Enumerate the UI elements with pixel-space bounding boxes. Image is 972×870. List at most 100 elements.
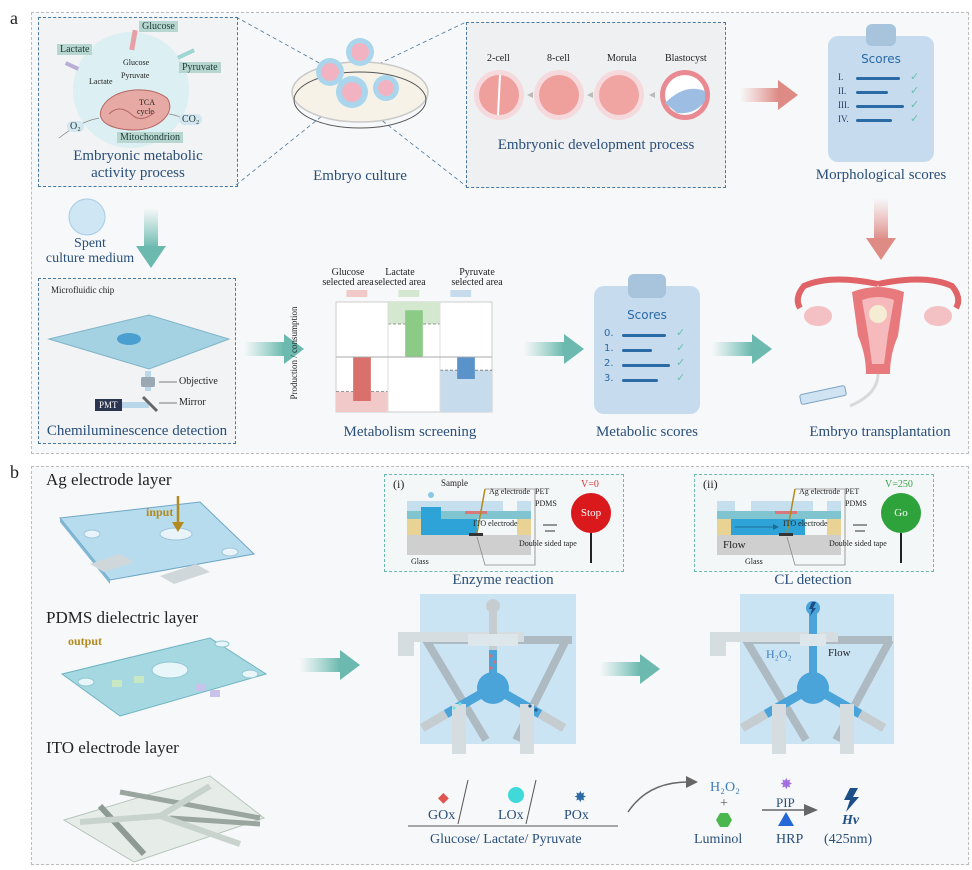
light-bolt-icon bbox=[844, 788, 859, 812]
score-row-label: 0. bbox=[604, 328, 614, 339]
lox-circle-icon bbox=[508, 787, 524, 803]
pip-label: PIP bbox=[776, 795, 795, 810]
detection-caption: Chemiluminescence detection bbox=[46, 423, 228, 439]
flow-label: Flow bbox=[723, 539, 746, 551]
luminol-label: Luminol bbox=[694, 832, 743, 847]
legend-line: Glucose bbox=[331, 267, 365, 278]
ag-electrode-label: Ag electrode bbox=[489, 487, 531, 496]
score-bar bbox=[856, 91, 888, 94]
score-row: 1. ✓ bbox=[604, 341, 694, 358]
score-row-label: 2. bbox=[604, 358, 614, 369]
gox-label: GOx bbox=[428, 808, 456, 823]
score-row-label: 1. bbox=[604, 343, 614, 354]
metabolic-scores-caption: Metabolic scores bbox=[595, 424, 699, 440]
detection-setup-illustration bbox=[47, 314, 231, 413]
petri-dish-illustration bbox=[291, 38, 429, 129]
arrow-to-chip-icon bbox=[300, 650, 360, 680]
score-row-label: IV. bbox=[838, 114, 849, 124]
lox-label: LOx bbox=[498, 808, 524, 823]
score-row: 2. ✓ bbox=[604, 356, 694, 373]
legend-line: selected area bbox=[451, 277, 503, 288]
tape-label: Double sided tape bbox=[829, 539, 887, 548]
metabolic-activity-box: Glucose Lactate Pyruvate Glucose Pyruvat… bbox=[38, 17, 238, 187]
development-caption: Embryonic development process bbox=[497, 137, 695, 153]
score-row-label: 3. bbox=[604, 373, 614, 384]
cl-cross-section bbox=[717, 488, 867, 566]
reaction-h2o2: H₂O₂ bbox=[710, 780, 740, 795]
lactate-inner-label: Lactate bbox=[89, 77, 113, 86]
chip-enzyme-reaction-illustration bbox=[398, 594, 576, 754]
hrp-label: HRP bbox=[776, 832, 804, 847]
screening-caption: Metabolism screening bbox=[343, 424, 477, 440]
morphological-clipboard bbox=[828, 24, 934, 162]
spent-medium-droplet bbox=[68, 198, 106, 236]
legend-line: Pyruvate bbox=[459, 267, 495, 278]
stage-label-blastocyst: Blastocyst bbox=[665, 53, 707, 64]
pox-star-icon: ✸ bbox=[574, 790, 587, 806]
score-bar bbox=[622, 334, 666, 337]
flow-chip-label: Flow bbox=[828, 647, 851, 659]
legend-line: Lactate bbox=[385, 267, 415, 278]
score-bar bbox=[856, 119, 892, 122]
metabolic-score-list: 0.✓ 1. ✓ 2. ✓ 3.✓ bbox=[604, 326, 694, 388]
pmt-label: PMT bbox=[95, 399, 122, 411]
cycle-label: cycle bbox=[137, 107, 154, 116]
luminol-hexagon-icon bbox=[716, 813, 732, 827]
chemiluminescence-detection-box: Microfluidic chip Objective Mirror PMT C… bbox=[38, 278, 236, 444]
bar-lactate bbox=[405, 310, 423, 357]
legend-swatch-lactate bbox=[398, 290, 420, 297]
sample-label: Sample bbox=[441, 478, 468, 488]
co2-label: CO₂ bbox=[179, 114, 203, 125]
lightning-icon bbox=[809, 602, 816, 616]
legend-swatch-glucose bbox=[346, 290, 368, 297]
score-row: II.✓ bbox=[838, 85, 928, 100]
objective-label: Objective bbox=[179, 376, 218, 387]
score-row: 3.✓ bbox=[604, 371, 694, 388]
glass-label: Glass bbox=[411, 557, 429, 566]
stage-label-morula: Morula bbox=[607, 53, 637, 64]
morphological-scores-title: Scores bbox=[861, 52, 901, 66]
pdms-label: PDMS bbox=[535, 499, 557, 508]
ag-layer-title: Ag electrode layer bbox=[46, 470, 172, 489]
embryo-stages-illustration bbox=[474, 70, 710, 120]
metabolic-caption-line1: Embryonic metabolic bbox=[73, 148, 203, 164]
score-bar bbox=[856, 77, 900, 80]
stage-label-8cell: 8-cell bbox=[547, 53, 570, 64]
output-label: output bbox=[68, 634, 103, 648]
score-bar bbox=[622, 349, 652, 352]
wavelength-label: (425nm) bbox=[824, 832, 873, 847]
legend-line: selected area bbox=[374, 277, 426, 288]
pet-label: PET bbox=[845, 487, 860, 496]
down-arrow-teal-icon bbox=[136, 208, 166, 268]
check-icon: ✓ bbox=[676, 356, 686, 369]
ito-layer-title: ITO electrode layer bbox=[46, 738, 179, 757]
metabolic-caption-line2: activity process bbox=[91, 165, 185, 181]
sign-pole bbox=[900, 533, 902, 563]
check-icon: ✓ bbox=[910, 71, 920, 83]
ag-electrode-label: Ag electrode bbox=[799, 487, 841, 496]
metabolic-caption: Embryonic metabolic activity process bbox=[39, 148, 237, 182]
score-row: I.✓ bbox=[838, 71, 928, 86]
mitochondrion-label: Mitochondrion bbox=[117, 132, 183, 143]
chart-ylabel: Production / consumption bbox=[289, 306, 299, 400]
glass-label: Glass bbox=[745, 557, 763, 566]
score-row-label: II. bbox=[838, 86, 847, 96]
pet-label: PET bbox=[535, 487, 550, 496]
enzyme-reaction-caption: Enzyme reaction bbox=[452, 572, 554, 588]
hv-label: Hv bbox=[842, 813, 860, 828]
substrates-label: Glucose/ Lactate/ Pyruvate bbox=[430, 832, 582, 847]
enzyme-cross-section bbox=[407, 488, 557, 566]
inset-enzyme-reaction: (i) Sample Ag electrode PET PDMS ITO ele… bbox=[384, 474, 624, 572]
ito-electrode-label: ITO electrode bbox=[783, 519, 828, 528]
arrow-to-screening-icon bbox=[244, 334, 304, 364]
score-bar bbox=[856, 105, 904, 108]
check-icon: ✓ bbox=[676, 341, 686, 354]
score-row-label: III. bbox=[838, 100, 850, 110]
pyruvate-tag: Pyruvate bbox=[179, 62, 221, 73]
syringe-shape bbox=[799, 385, 847, 405]
score-row: 0.✓ bbox=[604, 326, 694, 343]
spent-line2: culture medium bbox=[45, 251, 135, 266]
enzyme-separators bbox=[408, 779, 618, 827]
